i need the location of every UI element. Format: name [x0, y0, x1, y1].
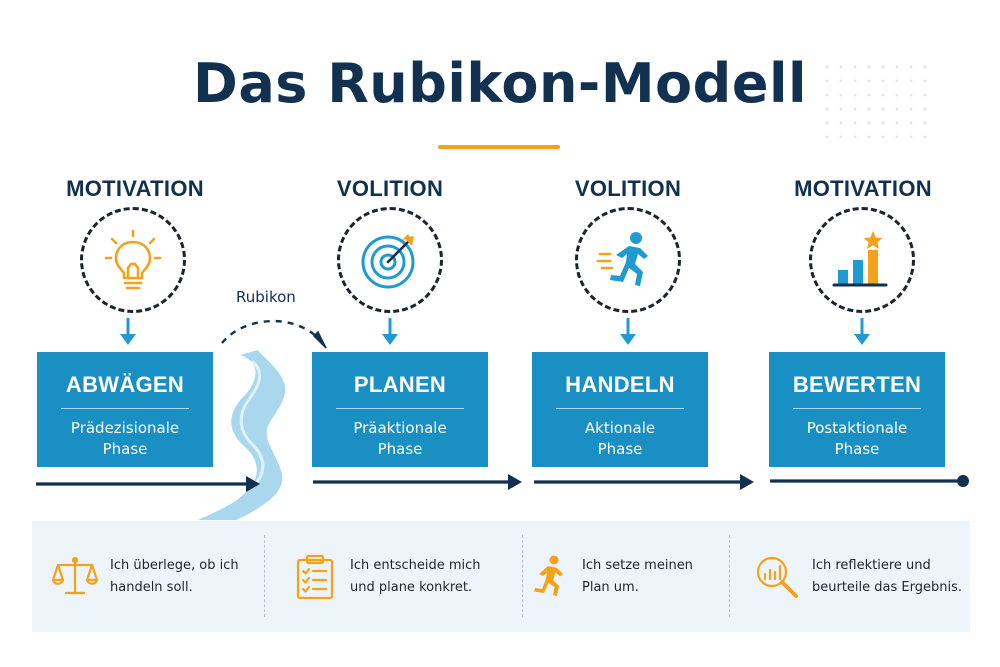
rubikon-crossing-arrowhead [312, 330, 327, 349]
bar-chart-star-icon [832, 231, 888, 287]
summary-text-1: Ich überlege, ob ich handeln soll. [110, 557, 239, 595]
title-underline [438, 145, 560, 149]
phase-subtitle-line1: Postaktionale [806, 419, 908, 437]
phase-category-1: MOTIVATION [66, 176, 204, 201]
down-arrow-3 [620, 318, 636, 345]
running-person-icon [596, 232, 648, 286]
phase-name: BEWERTEN [792, 372, 922, 397]
timeline-segment-4 [770, 475, 969, 487]
decorative-dot-grid [820, 60, 930, 140]
rubikon-river [198, 350, 286, 520]
phase-box-abwaegen: ABWÄGEN Prädezisionale Phase [37, 352, 213, 467]
magnifier-chart-icon [756, 556, 798, 598]
summary-item-4: Ich reflektiere und beurteile das Ergebn… [754, 521, 962, 632]
lightbulb-icon [104, 229, 162, 290]
summary-text-3: Ich setze meinen Plan um. [582, 557, 693, 595]
phase-separator [336, 408, 464, 409]
phase-subtitle-line2: Phase [834, 440, 880, 458]
phase-subtitle-line1: Prädezisionale [70, 419, 180, 437]
timeline-segment-2 [313, 474, 522, 490]
phase-3-icon-circle [575, 207, 681, 313]
summary-text-4: Ich reflektiere und beurteile das Ergebn… [812, 557, 962, 595]
phase-2-icon-circle [337, 207, 443, 313]
phase-subtitle-line2: Phase [597, 440, 643, 458]
phase-category-3: VOLITION [574, 176, 682, 201]
scale-icon [52, 556, 98, 594]
summary-text-2: Ich entscheide mich und plane konkret. [350, 557, 481, 595]
summary-item-1: Ich überlege, ob ich handeln soll. [52, 521, 239, 632]
rubikon-river-highlight [239, 360, 265, 488]
down-arrow-4 [854, 318, 870, 345]
phase-box-bewerten: BEWERTEN Postaktionale Phase [769, 352, 945, 467]
timeline-segment-3 [534, 474, 754, 490]
down-arrow-2 [382, 318, 398, 345]
phase-separator [793, 408, 921, 409]
rubikon-crossing-arrow [221, 319, 323, 344]
phase-subtitle-line2: Phase [102, 440, 148, 458]
phase-name: PLANEN [353, 372, 447, 397]
phase-separator [61, 408, 189, 409]
summary-panel: Ich überlege, ob ich handeln soll. Ich e… [32, 521, 970, 632]
phase-category-2: VOLITION [336, 176, 444, 201]
phase-box-handeln: HANDELN Aktionale Phase [532, 352, 708, 467]
phase-subtitle-line2: Phase [377, 440, 423, 458]
clipboard-checklist-icon [296, 554, 334, 599]
summary-divider-2 [522, 535, 523, 617]
page-title: Das Rubikon-Modell [193, 52, 807, 115]
timeline-segment-1 [36, 476, 260, 492]
running-person-icon [534, 555, 563, 596]
phase-name: HANDELN [565, 372, 675, 397]
phase-subtitle-line1: Präaktionale [353, 419, 447, 437]
summary-divider-1 [264, 535, 265, 617]
phase-1-icon-circle [80, 207, 186, 313]
summary-item-3: Ich setze meinen Plan um. [524, 521, 693, 632]
phase-separator [556, 408, 684, 409]
phase-name: ABWÄGEN [65, 372, 185, 397]
summary-item-2: Ich entscheide mich und plane konkret. [292, 521, 481, 632]
rubikon-label: Rubikon [236, 288, 296, 306]
target-icon [361, 234, 415, 289]
phase-box-planen: PLANEN Präaktionale Phase [312, 352, 488, 467]
summary-divider-3 [729, 535, 730, 617]
phase-category-4: MOTIVATION [794, 176, 932, 201]
phase-subtitle-line1: Aktionale [584, 419, 656, 437]
down-arrow-1 [120, 318, 136, 345]
phase-4-icon-circle [809, 207, 915, 313]
